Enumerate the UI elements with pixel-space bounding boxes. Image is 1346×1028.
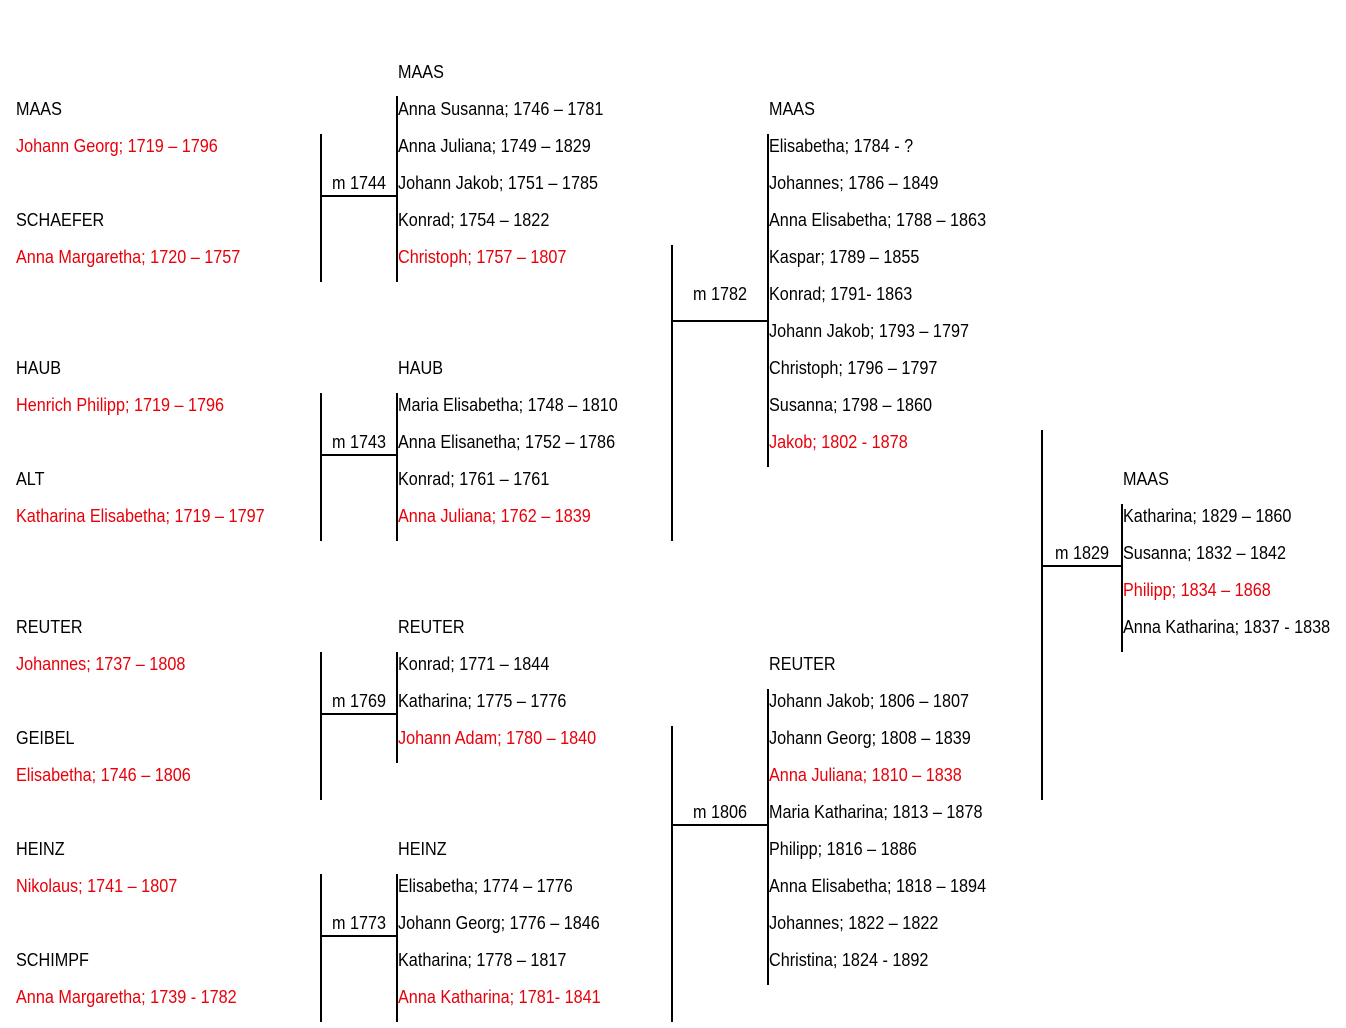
surname-schaefer: SCHAEFER <box>16 210 105 230</box>
child-entry: Johann Georg; 1808 – 1839 <box>769 728 971 748</box>
couple-bracket-line <box>1041 430 1043 800</box>
child-entry: Maria Elisabetha; 1748 – 1810 <box>398 395 618 415</box>
child-entry: Elisabetha; 1774 – 1776 <box>398 876 573 896</box>
child-entry: Konrad; 1771 – 1844 <box>398 654 550 674</box>
couple-bracket-line <box>320 652 322 800</box>
child-entry-ancestor: Philipp; 1834 – 1868 <box>1123 580 1271 600</box>
children-bracket-line <box>396 652 398 763</box>
family-surname-heinz: HEINZ <box>398 839 447 859</box>
child-entry: Susanna; 1832 – 1842 <box>1123 543 1287 563</box>
child-entry: Konrad; 1791- 1863 <box>769 284 913 304</box>
surname-maas: MAAS <box>16 99 62 119</box>
child-entry: Johannes; 1822 – 1822 <box>769 913 939 933</box>
family-surname-haub: HAUB <box>398 358 444 378</box>
marriage-label-1769: m 1769 <box>332 691 387 711</box>
children-bracket-line <box>767 689 769 985</box>
marriage-line <box>320 935 398 937</box>
child-entry: Anna Elisabetha; 1818 – 1894 <box>769 876 987 896</box>
person-nikolaus-heinz: Nikolaus; 1741 – 1807 <box>16 876 178 896</box>
children-bracket-line <box>1121 504 1123 652</box>
child-entry: Anna Katharina; 1837 - 1838 <box>1123 617 1331 637</box>
surname-schimpf: SCHIMPF <box>16 950 89 970</box>
child-entry: Konrad; 1761 – 1761 <box>398 469 550 489</box>
marriage-line <box>671 320 769 322</box>
marriage-label-1743: m 1743 <box>332 432 387 452</box>
person-elisabetha-geibel: Elisabetha; 1746 – 1806 <box>16 765 191 785</box>
family-surname-reuter: REUTER <box>398 617 465 637</box>
person-johannes-reuter: Johannes; 1737 – 1808 <box>16 654 186 674</box>
children-bracket-line <box>396 874 398 1022</box>
couple-bracket-line <box>320 134 322 282</box>
child-entry: Johannes; 1786 – 1849 <box>769 173 939 193</box>
marriage-label-1829: m 1829 <box>1055 543 1110 563</box>
person-anna-margaretha-schimpf: Anna Margaretha; 1739 - 1782 <box>16 987 237 1007</box>
child-entry-ancestor: Jakob; 1802 - 1878 <box>769 432 908 452</box>
child-entry: Katharina; 1775 – 1776 <box>398 691 567 711</box>
person-katharina-elisabetha-alt: Katharina Elisabetha; 1719 – 1797 <box>16 506 265 526</box>
child-entry-ancestor: Anna Juliana; 1762 – 1839 <box>398 506 591 526</box>
children-bracket-line <box>396 96 398 282</box>
family-surname-reuter: REUTER <box>769 654 836 674</box>
child-entry: Elisabetha; 1784 - ? <box>769 136 914 156</box>
child-entry: Susanna; 1798 – 1860 <box>769 395 933 415</box>
child-entry: Johann Jakob; 1806 – 1807 <box>769 691 969 711</box>
surname-heinz: HEINZ <box>16 839 65 859</box>
child-entry: Johann Jakob; 1793 – 1797 <box>769 321 969 341</box>
child-entry: Philipp; 1816 – 1886 <box>769 839 917 859</box>
marriage-label-1806: m 1806 <box>693 802 748 822</box>
couple-bracket-line <box>320 874 322 1022</box>
child-entry-ancestor: Anna Juliana; 1810 – 1838 <box>769 765 962 785</box>
child-entry: Katharina; 1829 – 1860 <box>1123 506 1292 526</box>
couple-bracket-line <box>671 245 673 541</box>
child-entry: Christoph; 1796 – 1797 <box>769 358 938 378</box>
child-entry: Johann Georg; 1776 – 1846 <box>398 913 600 933</box>
family-surname-maas: MAAS <box>769 99 815 119</box>
marriage-line <box>1041 565 1123 567</box>
person-johann-georg-maas: Johann Georg; 1719 – 1796 <box>16 136 218 156</box>
marriage-line <box>320 454 398 456</box>
child-entry: Katharina; 1778 – 1817 <box>398 950 567 970</box>
child-entry: Anna Juliana; 1749 – 1829 <box>398 136 591 156</box>
surname-alt: ALT <box>16 469 45 489</box>
surname-geibel: GEIBEL <box>16 728 75 748</box>
couple-bracket-line <box>671 726 673 1022</box>
child-entry-ancestor: Johann Adam; 1780 – 1840 <box>398 728 597 748</box>
marriage-label-1782: m 1782 <box>693 284 748 304</box>
family-surname-maas: MAAS <box>398 62 444 82</box>
person-henrich-philipp-haub: Henrich Philipp; 1719 – 1796 <box>16 395 225 415</box>
child-entry: Johann Jakob; 1751 – 1785 <box>398 173 598 193</box>
marriage-label-1744: m 1744 <box>332 173 387 193</box>
children-bracket-line <box>767 134 769 467</box>
child-entry: Christina; 1824 - 1892 <box>769 950 929 970</box>
person-anna-margaretha-schaefer: Anna Margaretha; 1720 – 1757 <box>16 247 241 267</box>
marriage-label-1773: m 1773 <box>332 913 387 933</box>
couple-bracket-line <box>320 393 322 541</box>
child-entry: Anna Elisanetha; 1752 – 1786 <box>398 432 616 452</box>
family-surname-maas: MAAS <box>1123 469 1169 489</box>
child-entry: Maria Katharina; 1813 – 1878 <box>769 802 983 822</box>
surname-haub: HAUB <box>16 358 62 378</box>
marriage-line <box>671 824 769 826</box>
child-entry: Anna Elisabetha; 1788 – 1863 <box>769 210 987 230</box>
child-entry-ancestor: Anna Katharina; 1781- 1841 <box>398 987 601 1007</box>
surname-reuter: REUTER <box>16 617 83 637</box>
child-entry: Konrad; 1754 – 1822 <box>398 210 550 230</box>
children-bracket-line <box>396 393 398 541</box>
child-entry: Anna Susanna; 1746 – 1781 <box>398 99 604 119</box>
child-entry: Kaspar; 1789 – 1855 <box>769 247 920 267</box>
child-entry-ancestor: Christoph; 1757 – 1807 <box>398 247 567 267</box>
marriage-line <box>320 195 398 197</box>
marriage-line <box>320 713 398 715</box>
